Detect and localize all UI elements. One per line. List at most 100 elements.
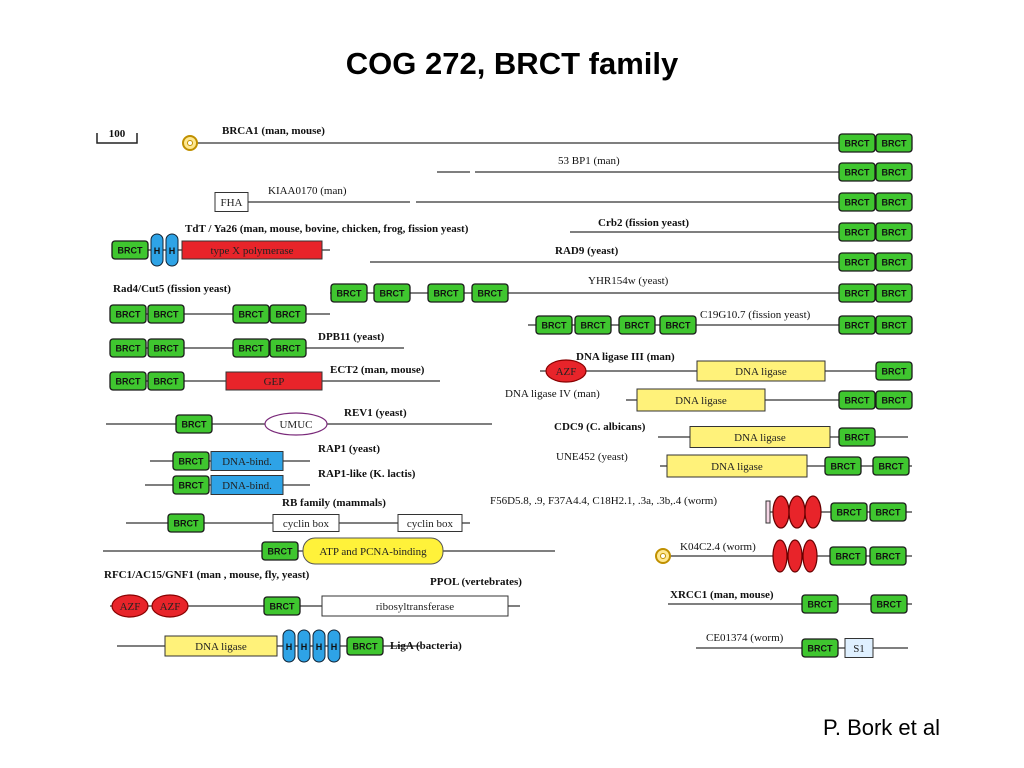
- dna-ligase-domain: [666, 454, 808, 478]
- brct-domain-label: BRCT: [154, 377, 179, 387]
- brct-domain: [872, 456, 910, 476]
- azf-domain: [151, 594, 189, 618]
- brct-domain-label: BRCT: [845, 168, 870, 178]
- gep-domain-label: GEP: [264, 376, 285, 388]
- brct-domain-label: BRCT: [268, 547, 293, 557]
- brct-domain: [427, 283, 465, 303]
- hhh-domain-label: H: [301, 642, 308, 652]
- brct-domain: [232, 304, 270, 324]
- brct-domain: [172, 451, 210, 471]
- brct-domain: [875, 222, 913, 242]
- dna-ligase-domain: [689, 426, 831, 448]
- brct-domain-label: BRCT: [808, 600, 833, 610]
- protein-label: C19G10.7 (fission yeast): [700, 309, 811, 321]
- cyclin-box-domain-label: cyclin box: [283, 518, 330, 530]
- ribosyltransferase-domain-label: ribosyltransferase: [376, 601, 454, 613]
- hhh-domain: [282, 629, 296, 663]
- protein-label: PPOL (vertebrates): [430, 576, 522, 588]
- brct-domain: [838, 283, 876, 303]
- red-oval-domain: [804, 495, 822, 529]
- azf-domain-label: AZF: [120, 601, 141, 613]
- brct-domain: [232, 338, 270, 358]
- fha-domain: [214, 192, 249, 212]
- red-oval-domain: [788, 495, 806, 529]
- brct-domain-label: BRCT: [845, 228, 870, 238]
- brct-domain: [263, 596, 301, 616]
- brct-domain: [875, 361, 913, 381]
- azf-domain: [111, 594, 149, 618]
- brct-domain: [830, 502, 868, 522]
- brct-domain-label: BRCT: [882, 139, 907, 149]
- brct-domain: [261, 541, 299, 561]
- brct-domain: [838, 133, 876, 153]
- brct-domain: [346, 636, 384, 656]
- brct-domain-label: BRCT: [882, 321, 907, 331]
- brct-domain: [838, 315, 876, 335]
- brct-domain: [801, 594, 839, 614]
- scale-bar-label: 100: [109, 128, 126, 140]
- fha-domain-label: FHA: [220, 197, 242, 209]
- brct-domain-label: BRCT: [845, 139, 870, 149]
- protein-label: KIAA0170 (man): [268, 185, 347, 197]
- dna-ligase-domain-label: DNA ligase: [711, 461, 763, 473]
- brct-domain-label: BRCT: [845, 289, 870, 299]
- brct-domain: [147, 371, 185, 391]
- brct-domain-label: BRCT: [882, 228, 907, 238]
- brct-domain-label: BRCT: [882, 168, 907, 178]
- brct-domain-label: BRCT: [276, 344, 301, 354]
- brct-domain-label: BRCT: [845, 396, 870, 406]
- protein-label: F56D5.8, .9, F37A4.4, C18H2.1, .3a, .3b,…: [490, 495, 717, 507]
- brct-domain-label: BRCT: [666, 321, 691, 331]
- cyclin-box-domain: [397, 514, 463, 532]
- hhh-domain-label: H: [286, 642, 293, 652]
- brct-domain-label: BRCT: [845, 198, 870, 208]
- brct-domain-label: BRCT: [434, 289, 459, 299]
- brct-domain: [109, 304, 147, 324]
- brct-domain-label: BRCT: [876, 552, 901, 562]
- protein-label: RAP1 (yeast): [318, 443, 380, 455]
- red-oval-domain: [787, 539, 803, 573]
- brct-domain-label: BRCT: [882, 258, 907, 268]
- protein-label: Crb2 (fission yeast): [598, 217, 689, 229]
- brct-domain-label: BRCT: [174, 519, 199, 529]
- brct-domain: [574, 315, 612, 335]
- brct-domain: [870, 594, 908, 614]
- hhh-domain: [327, 629, 341, 663]
- atp-pcna-binding-domain-label: ATP and PCNA-binding: [319, 546, 427, 558]
- protein-label: YHR154w (yeast): [588, 275, 669, 287]
- brct-domain-label: BRCT: [882, 367, 907, 377]
- cyclin-box-domain-label: cyclin box: [407, 518, 454, 530]
- brct-domain: [147, 304, 185, 324]
- brct-domain: [869, 502, 907, 522]
- hhh-domain: [150, 233, 164, 267]
- dna-ligase-domain-label: DNA ligase: [195, 641, 247, 653]
- red-oval-domain: [802, 539, 818, 573]
- cyclin-box-domain: [272, 514, 340, 532]
- brct-domain-label: BRCT: [337, 289, 362, 299]
- brct-domain: [824, 456, 862, 476]
- hhh-domain: [312, 629, 326, 663]
- brct-domain: [373, 283, 411, 303]
- brct-domain: [838, 162, 876, 182]
- umuc-domain-label: UMUC: [279, 419, 312, 431]
- protein-label: RB family (mammals): [282, 497, 386, 509]
- brct-domain-label: BRCT: [239, 310, 264, 320]
- hhh-domain-label: H: [154, 246, 161, 256]
- brct-domain: [147, 338, 185, 358]
- f56-marker-domain: [765, 500, 771, 524]
- dna-binding-domain: [210, 475, 284, 495]
- brct-domain: [172, 475, 210, 495]
- protein-label: XRCC1 (man, mouse): [670, 589, 774, 601]
- brct-domain: [875, 162, 913, 182]
- brct-domain-label: BRCT: [581, 321, 606, 331]
- type-x-polymerase-domain: [181, 240, 323, 260]
- brct-domain-label: BRCT: [882, 289, 907, 299]
- dna-ligase-domain-label: DNA ligase: [734, 432, 786, 444]
- umuc-domain: [264, 412, 328, 436]
- protein-label: DNA ligase IV (man): [505, 388, 600, 400]
- hhh-domain: [297, 629, 311, 663]
- protein-label: TdT / Ya26 (man, mouse, bovine, chicken,…: [185, 223, 469, 235]
- hhh-domain-label: H: [316, 642, 323, 652]
- protein-label: RAD9 (yeast): [555, 245, 619, 257]
- brct-domain: [111, 240, 149, 260]
